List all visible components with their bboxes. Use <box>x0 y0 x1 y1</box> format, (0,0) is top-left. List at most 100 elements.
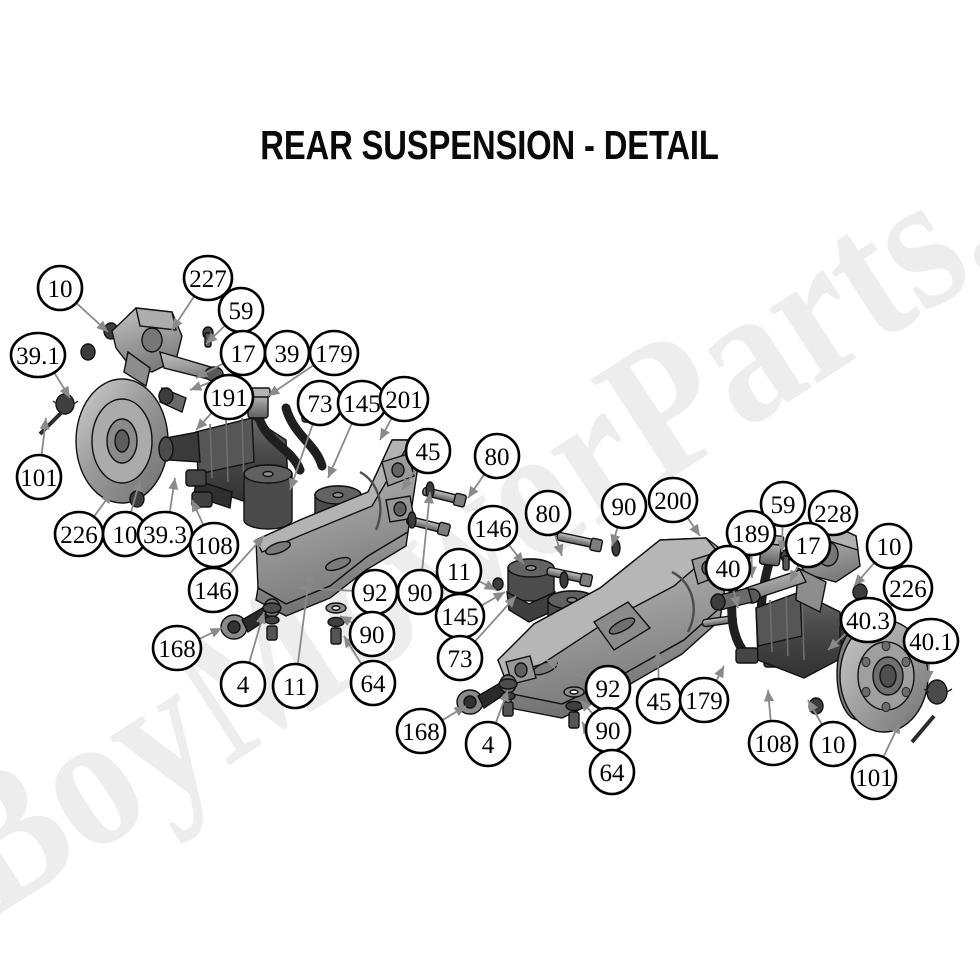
callout-leader-line <box>442 705 467 721</box>
callout-101[interactable]: 101 <box>850 753 898 801</box>
callout-40.3[interactable]: 40.3 <box>839 596 897 644</box>
callout-circle[interactable] <box>865 522 913 570</box>
callout-4[interactable]: 4 <box>464 720 512 768</box>
callout-ref-number: 146 <box>474 516 512 543</box>
callout-circle[interactable] <box>839 596 897 644</box>
callout-circle[interactable] <box>9 331 67 379</box>
callout-circle[interactable] <box>467 504 519 552</box>
callout-circle[interactable] <box>678 676 730 724</box>
callout-201[interactable]: 201 <box>378 375 430 423</box>
callout-146[interactable]: 146 <box>467 504 519 552</box>
callout-circle[interactable] <box>600 482 648 530</box>
callout-circle[interactable] <box>219 660 267 708</box>
callout-circle[interactable] <box>902 617 960 665</box>
callout-189[interactable]: 189 <box>725 509 777 557</box>
callout-circle[interactable] <box>759 480 807 528</box>
callout-circle[interactable] <box>524 489 572 537</box>
callout-10[interactable]: 10 <box>865 522 913 570</box>
callout-73[interactable]: 73 <box>436 634 484 682</box>
callout-92[interactable]: 92 <box>351 568 399 616</box>
callout-circle[interactable] <box>308 329 360 377</box>
callout-227[interactable]: 227 <box>182 254 234 302</box>
callout-179[interactable]: 179 <box>308 329 360 377</box>
callout-ref-number: 92 <box>596 676 621 703</box>
callout-64[interactable]: 64 <box>588 748 636 796</box>
callout-90[interactable]: 90 <box>348 610 396 658</box>
callout-circle[interactable] <box>395 707 447 755</box>
callout-101[interactable]: 101 <box>15 453 63 501</box>
callout-circle[interactable] <box>15 453 63 501</box>
callout-circle[interactable] <box>882 564 934 612</box>
callout-10[interactable]: 10 <box>809 720 857 768</box>
callout-circle[interactable] <box>36 264 84 312</box>
callout-circle[interactable] <box>404 427 452 475</box>
callout-leader-line <box>288 424 314 491</box>
callout-circle[interactable] <box>348 610 396 658</box>
callout-145[interactable]: 145 <box>336 379 388 427</box>
callout-45[interactable]: 45 <box>635 677 683 725</box>
callout-191[interactable]: 191 <box>203 373 255 421</box>
callout-circle[interactable] <box>784 521 832 569</box>
callout-40.1[interactable]: 40.1 <box>902 617 960 665</box>
callout-40[interactable]: 40 <box>704 544 752 592</box>
callout-64[interactable]: 64 <box>349 659 397 707</box>
callout-59[interactable]: 59 <box>217 286 265 334</box>
callout-circle[interactable] <box>473 432 521 480</box>
callout-circle[interactable] <box>807 489 859 537</box>
callout-168[interactable]: 168 <box>151 624 203 672</box>
callout-90[interactable]: 90 <box>584 706 632 754</box>
callout-179[interactable]: 179 <box>678 676 730 724</box>
callout-ref-number: 145 <box>343 391 381 418</box>
callout-10[interactable]: 10 <box>101 510 149 558</box>
callout-59[interactable]: 59 <box>759 480 807 528</box>
callout-circle[interactable] <box>182 254 234 302</box>
callout-circle[interactable] <box>187 566 239 614</box>
callout-circle[interactable] <box>349 659 397 707</box>
callout-circle[interactable] <box>725 509 777 557</box>
callout-90[interactable]: 90 <box>600 482 648 530</box>
callout-leader-line <box>401 469 416 491</box>
callout-circle[interactable] <box>151 624 203 672</box>
callout-circle[interactable] <box>378 375 430 423</box>
callout-circle[interactable] <box>747 719 799 767</box>
callout-226[interactable]: 226 <box>53 510 105 558</box>
callout-39.3[interactable]: 39.3 <box>136 510 194 558</box>
callout-circle[interactable] <box>436 634 484 682</box>
callout-228[interactable]: 228 <box>807 489 859 537</box>
callout-39.1[interactable]: 39.1 <box>9 331 67 379</box>
left-hardware-nuts <box>38 322 145 508</box>
callout-146[interactable]: 146 <box>187 566 239 614</box>
callout-10[interactable]: 10 <box>36 264 84 312</box>
callout-108[interactable]: 108 <box>188 521 240 569</box>
callout-circle[interactable] <box>271 662 319 710</box>
callout-45[interactable]: 45 <box>404 427 452 475</box>
callout-circle[interactable] <box>464 720 512 768</box>
callout-circle[interactable] <box>203 373 255 421</box>
callout-80[interactable]: 80 <box>524 489 572 537</box>
callout-200[interactable]: 200 <box>647 476 699 524</box>
callout-39[interactable]: 39 <box>263 329 311 377</box>
callout-circle[interactable] <box>588 748 636 796</box>
callout-168[interactable]: 168 <box>395 707 447 755</box>
callout-108[interactable]: 108 <box>747 719 799 767</box>
callout-circle[interactable] <box>704 544 752 592</box>
callout-17[interactable]: 17 <box>219 329 267 377</box>
callout-11[interactable]: 11 <box>435 547 483 595</box>
callout-73[interactable]: 73 <box>296 379 344 427</box>
callout-80[interactable]: 80 <box>473 432 521 480</box>
callout-92[interactable]: 92 <box>584 664 632 712</box>
callout-226[interactable]: 226 <box>882 564 934 612</box>
callout-circle[interactable] <box>647 476 699 524</box>
callout-leader-line <box>93 491 113 517</box>
callout-145[interactable]: 145 <box>434 592 486 640</box>
callout-11[interactable]: 11 <box>271 662 319 710</box>
callout-circle[interactable] <box>396 568 444 616</box>
callout-17[interactable]: 17 <box>784 521 832 569</box>
callout-circle[interactable] <box>809 720 857 768</box>
callout-leader-line <box>199 627 223 640</box>
callout-4[interactable]: 4 <box>219 660 267 708</box>
callout-circle[interactable] <box>850 753 898 801</box>
callout-90[interactable]: 90 <box>396 568 444 616</box>
